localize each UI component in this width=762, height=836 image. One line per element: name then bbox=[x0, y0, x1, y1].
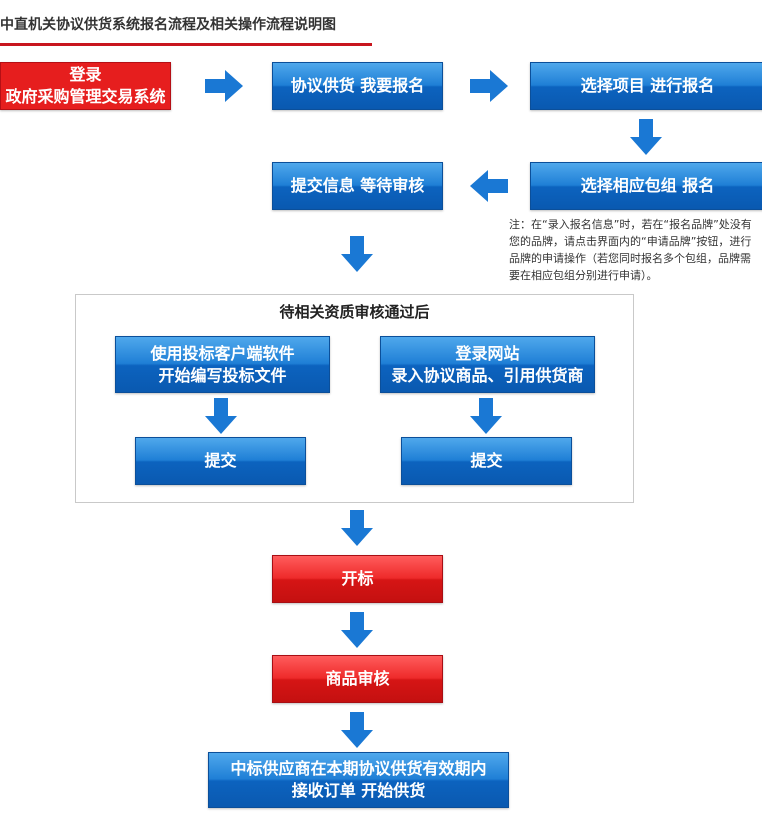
arrow-down-icon bbox=[630, 119, 662, 155]
right-submit-step: 提交 bbox=[401, 437, 572, 485]
qualification-panel-title: 待相关资质审核通过后 bbox=[279, 303, 430, 321]
submit-wait-step: 提交信息 等待审核 bbox=[272, 162, 443, 210]
select-project-label: 选择项目 进行报名 bbox=[580, 76, 715, 95]
product-review-label: 商品审核 bbox=[325, 669, 390, 688]
bid-client-line1: 使用投标客户端软件 bbox=[150, 343, 295, 363]
login-step-line1: 登录 bbox=[69, 65, 102, 84]
arrow-right-icon bbox=[470, 70, 508, 102]
login-step: 登录 政府采购管理交易系统 bbox=[0, 62, 171, 110]
left-submit-label: 提交 bbox=[204, 451, 237, 470]
arrow-down-icon bbox=[341, 510, 373, 546]
final-supply-line1: 中标供应商在本期协议供货有效期内 bbox=[230, 759, 487, 778]
arrow-down-icon bbox=[341, 236, 373, 272]
bidding-label: 开标 bbox=[341, 569, 374, 588]
arrow-down-icon bbox=[341, 612, 373, 648]
arrow-left-icon bbox=[470, 170, 508, 202]
agreement-signup-step: 协议供货 我要报名 bbox=[272, 62, 443, 110]
bid-client-step: 使用投标客户端软件 开始编写投标文件 bbox=[115, 336, 330, 393]
arrow-down-icon bbox=[341, 712, 373, 748]
website-entry-line2: 录入协议商品、引用供货商 bbox=[391, 365, 584, 385]
left-submit-step: 提交 bbox=[135, 437, 306, 485]
bidding-step: 开标 bbox=[272, 555, 443, 603]
arrow-down-icon bbox=[470, 398, 502, 434]
login-step-line2: 政府采购管理交易系统 bbox=[5, 87, 166, 106]
agreement-signup-label: 协议供货 我要报名 bbox=[290, 76, 425, 95]
title-underline bbox=[0, 43, 372, 46]
arrow-right-icon bbox=[205, 70, 243, 102]
right-submit-label: 提交 bbox=[470, 451, 503, 470]
bid-client-line2: 开始编写投标文件 bbox=[158, 365, 287, 385]
arrow-down-icon bbox=[205, 398, 237, 434]
product-review-step: 商品审核 bbox=[272, 655, 443, 703]
select-package-step: 选择相应包组 报名 bbox=[530, 162, 762, 210]
final-supply-line2: 接收订单 开始供货 bbox=[291, 781, 426, 800]
brand-application-note: 注：在“录入报名信息”时，若在“报名品牌”处没有您的品牌，请点击界面内的“申请品… bbox=[509, 218, 752, 282]
website-entry-step: 登录网站 录入协议商品、引用供货商 bbox=[380, 336, 595, 393]
submit-wait-label: 提交信息 等待审核 bbox=[290, 176, 425, 195]
select-package-label: 选择相应包组 报名 bbox=[580, 176, 715, 195]
website-entry-line1: 登录网站 bbox=[455, 343, 520, 363]
final-supply-step: 中标供应商在本期协议供货有效期内 接收订单 开始供货 bbox=[208, 752, 509, 808]
select-project-step: 选择项目 进行报名 bbox=[530, 62, 762, 110]
diagram-title: 中直机关协议供货系统报名流程及相关操作流程说明图 bbox=[0, 17, 336, 33]
